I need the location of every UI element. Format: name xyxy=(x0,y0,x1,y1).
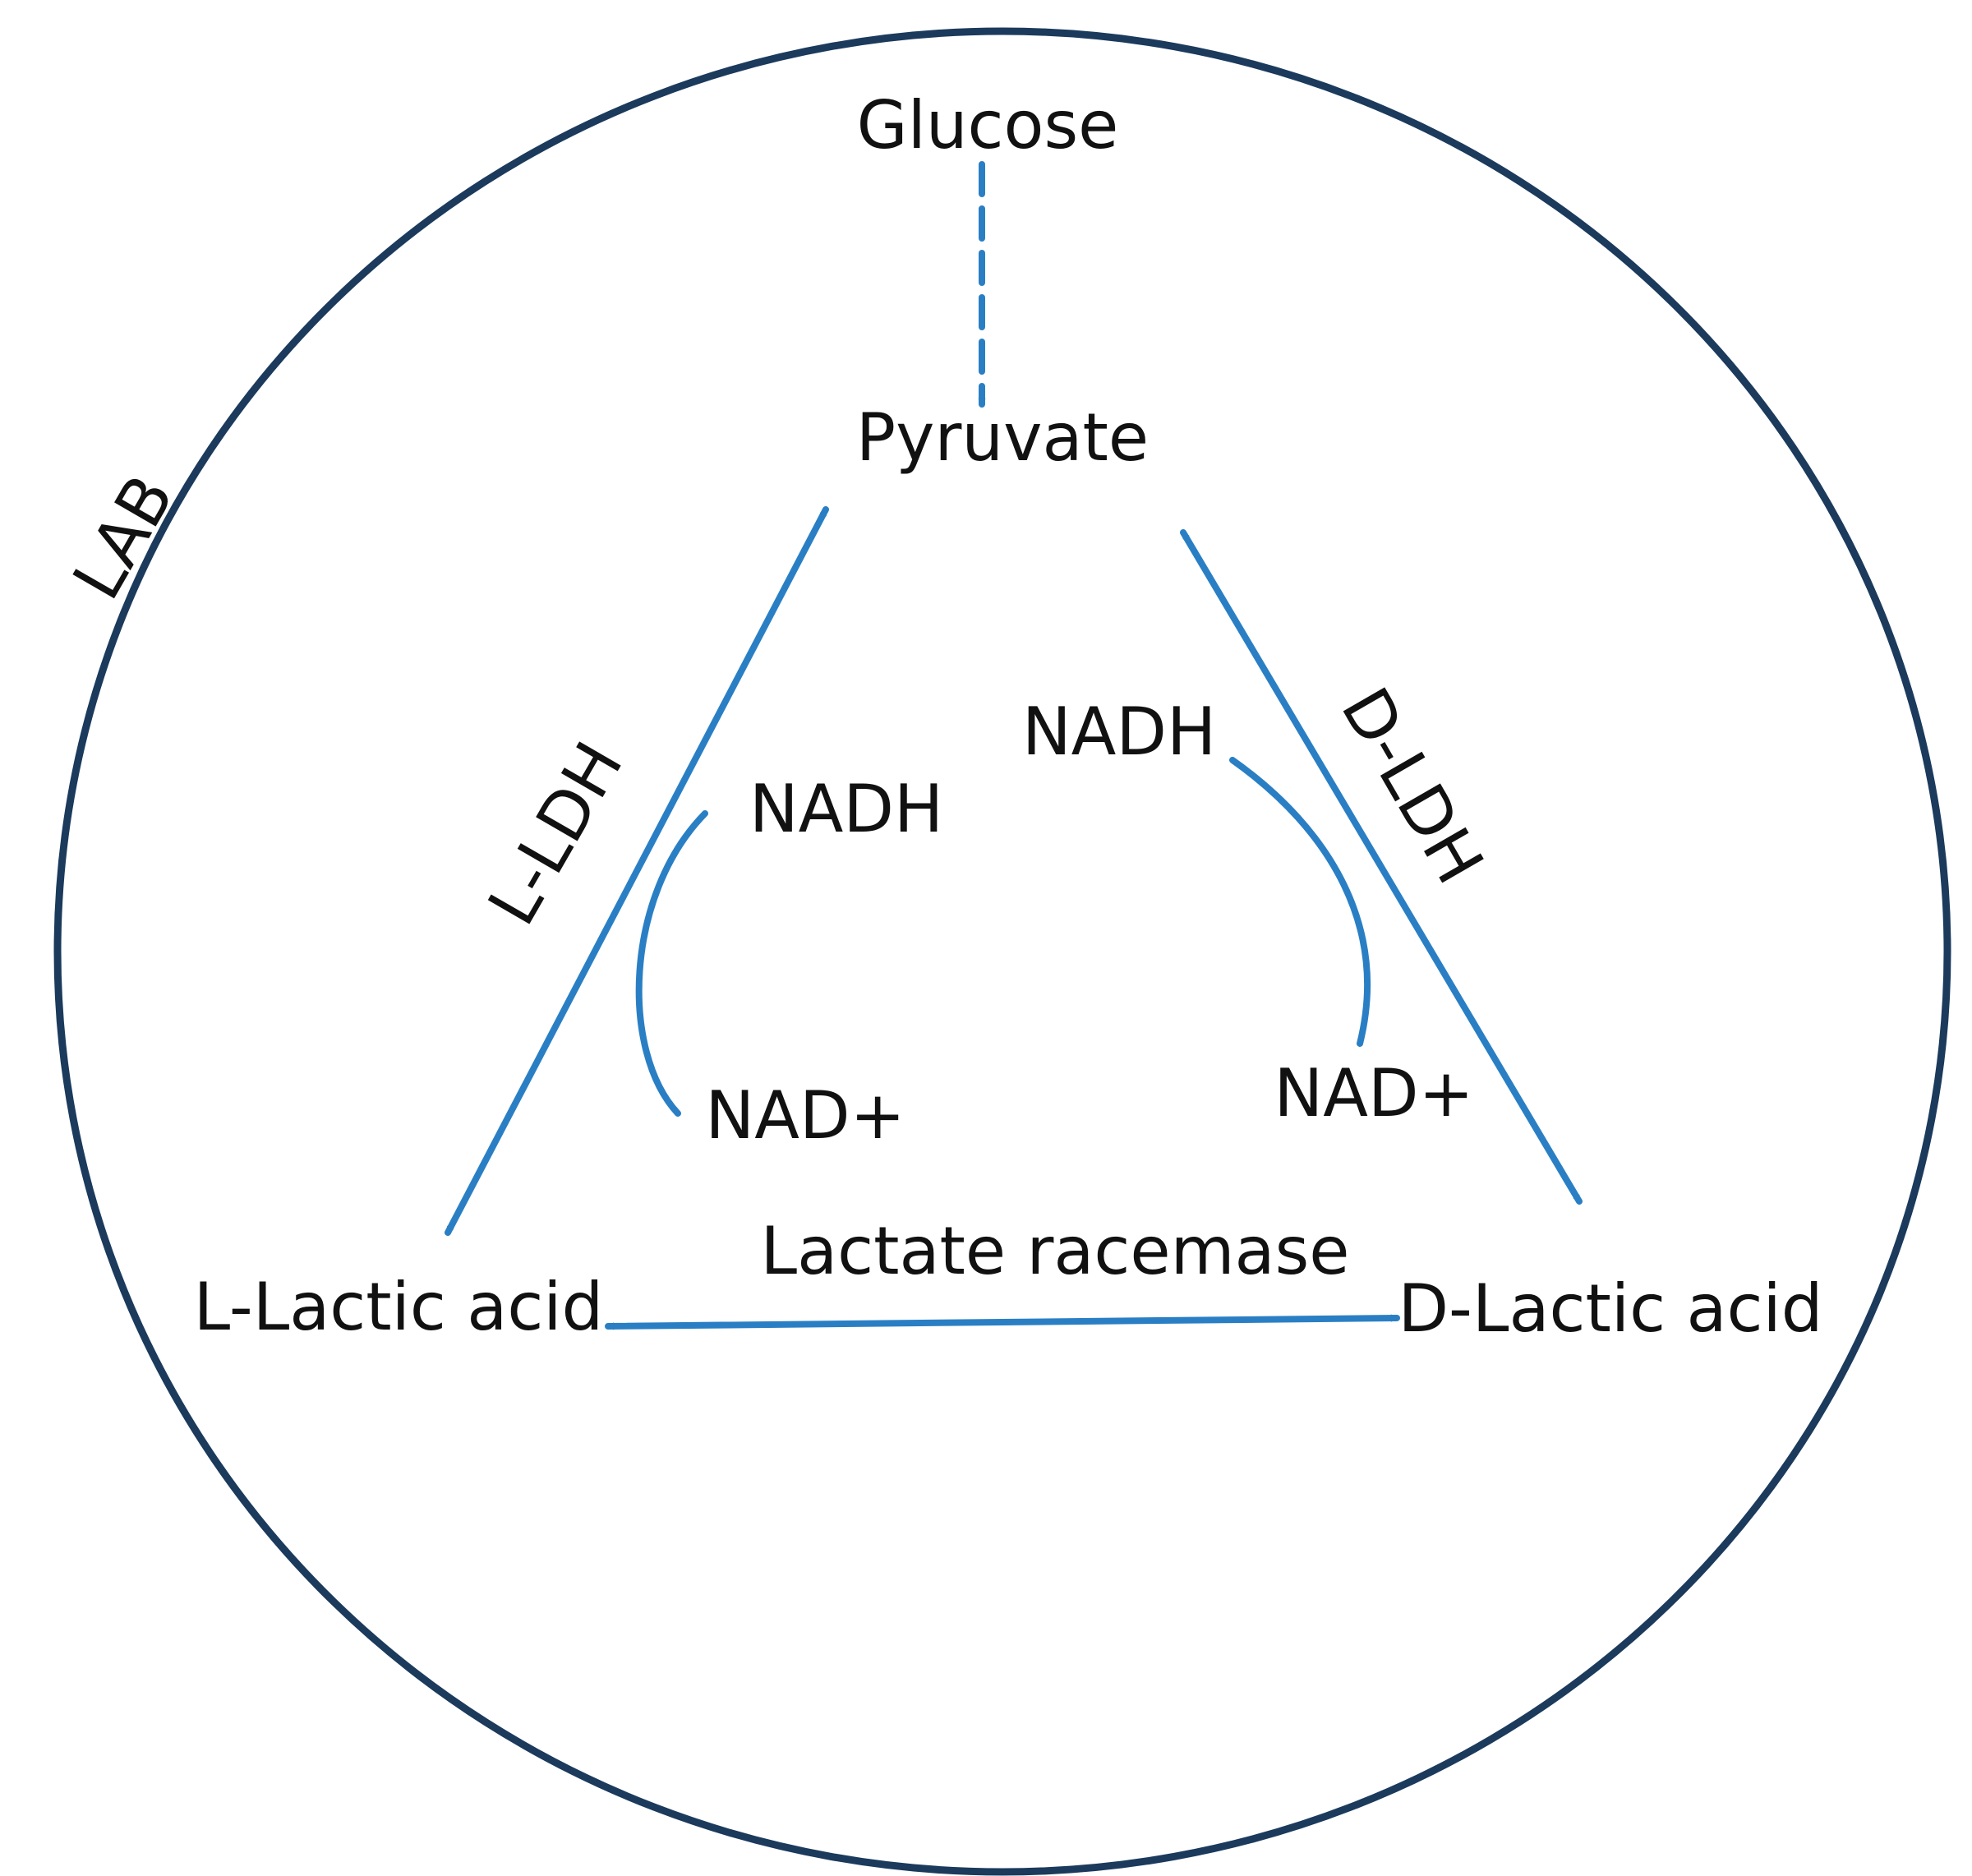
d-ldh-arrow xyxy=(1180,529,1583,1205)
left-nad-label: NAD+ xyxy=(705,1077,905,1154)
right-nadh-to-nad-curve xyxy=(1229,757,1371,1047)
d-ldh-label: D-LDH xyxy=(1326,675,1498,897)
l-ldh-label: L-LDH xyxy=(473,730,638,938)
l-ldh-arrow xyxy=(445,506,829,1236)
pyruvate-label: Pyruvate xyxy=(856,399,1149,476)
d-lactic-acid-label: D-Lactic acid xyxy=(1398,1270,1822,1347)
lactate-racemase-arrow xyxy=(605,1314,1400,1330)
l-lactic-acid-label: L-Lactic acid xyxy=(194,1269,604,1345)
right-nadh-label: NADH xyxy=(1022,694,1216,770)
left-nadh-label: NADH xyxy=(749,771,943,847)
lactate-racemase-label: Lactate racemase xyxy=(761,1213,1350,1289)
organism-label: LAB xyxy=(58,463,189,612)
cell-boundary xyxy=(53,27,1951,1876)
glucose-label: Glucose xyxy=(857,87,1119,164)
right-nad-label: NAD+ xyxy=(1274,1055,1473,1132)
left-nadh-to-nad-curve xyxy=(635,810,708,1117)
